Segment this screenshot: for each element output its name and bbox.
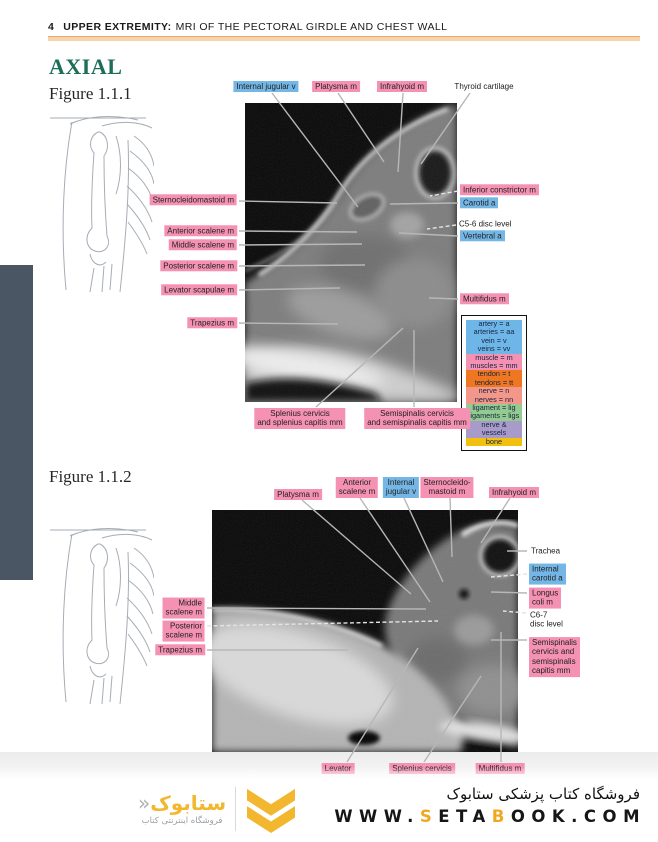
legend-row: tendon = t tendons = tt bbox=[466, 370, 522, 388]
anatomy-label: Posterior scalene m bbox=[160, 260, 237, 272]
website-letter-group: B bbox=[491, 807, 511, 826]
anatomy-label: Internal jugular v bbox=[382, 477, 420, 498]
skeleton-locator-sketch-1 bbox=[42, 106, 154, 298]
abbreviation-legend: artery = a arteries = aa vein = v veins … bbox=[461, 315, 527, 452]
skeleton-locator-sketch-2 bbox=[42, 518, 154, 710]
header-section: UPPER EXTREMITY: bbox=[63, 21, 172, 33]
section-title: AXIAL bbox=[49, 54, 123, 79]
figure-1-title: Figure 1.1.1 bbox=[49, 84, 132, 103]
legend-row: nerve = n nerves = nn bbox=[466, 387, 522, 405]
logo-quote-mark: « bbox=[138, 791, 151, 815]
website-letter-group: ETA bbox=[438, 807, 492, 826]
anatomy-label: Internal carotid a bbox=[529, 563, 566, 585]
anatomy-label: Semispinalis cervicis and semispinalis c… bbox=[529, 637, 580, 677]
anatomy-label: Splenius cervicis and splenius capitis m… bbox=[254, 408, 346, 429]
website-letter-group: S bbox=[419, 807, 439, 826]
anatomy-label: Anterior scalene m bbox=[164, 225, 237, 237]
page-number: 4 bbox=[48, 21, 55, 33]
anatomy-label: Internal jugular v bbox=[233, 81, 299, 93]
logo-word-persian: ستابوک« bbox=[138, 791, 227, 815]
website-letter-group: OOK.COM bbox=[510, 807, 646, 826]
header-title: MRI OF THE PECTORAL GIRDLE AND CHEST WAL… bbox=[175, 21, 448, 33]
anatomy-label: Sternocleidomastoid m bbox=[149, 194, 237, 206]
legend-row: artery = a arteries = aa vein = v veins … bbox=[466, 319, 522, 354]
anatomy-label: Vertebral a bbox=[460, 230, 505, 242]
anatomy-label: Semispinalis cervicis and semispinalis c… bbox=[364, 408, 470, 429]
anatomy-label: Infrahyoid m bbox=[376, 81, 428, 93]
mri-axial-scan-1 bbox=[245, 103, 457, 402]
legend-row: muscle = m muscles = mm bbox=[466, 353, 522, 371]
anatomy-label: Trapezius m bbox=[155, 644, 205, 656]
store-website: WWW.SETABOOK.COM bbox=[334, 807, 646, 826]
logo-wordmark: ستابوک« فروشگاه اینترنتی کتاب bbox=[138, 792, 226, 826]
anatomy-label: Longus coli m bbox=[529, 587, 562, 609]
legend-row: nerve & vessels bbox=[466, 420, 522, 438]
legend-row: ligament = lig ligaments = ligs bbox=[466, 403, 522, 421]
website-letter-group: WWW. bbox=[334, 807, 420, 826]
store-name-persian: فروشگاه کتاب پزشکی ستابوک bbox=[446, 785, 640, 803]
logo-subtitle-persian: فروشگاه اینترنتی کتاب bbox=[141, 816, 223, 826]
anatomy-label: Trachea bbox=[531, 546, 561, 556]
anatomy-label: Anterior scalene m bbox=[335, 477, 379, 498]
mri-axial-scan-2 bbox=[212, 510, 518, 752]
anatomy-label: Levator scapulae m bbox=[161, 284, 237, 296]
header-rule bbox=[48, 36, 640, 41]
page-header: 4 UPPER EXTREMITY:MRI OF THE PECTORAL GIR… bbox=[48, 21, 642, 33]
anatomy-label: Middle scalene m bbox=[162, 597, 205, 619]
anatomy-label: Platysma m bbox=[312, 81, 360, 93]
chapter-side-tab bbox=[0, 265, 33, 580]
anatomy-label: Multifidus m bbox=[460, 293, 509, 305]
anatomy-label: C6-7 disc level bbox=[530, 610, 563, 629]
anatomy-label: Inferior constrictor m bbox=[460, 184, 539, 196]
anatomy-label: Thyroid cartilage bbox=[454, 82, 514, 91]
anatomy-label: Trapezius m bbox=[187, 317, 237, 329]
anatomy-label: Posterior scalene m bbox=[162, 620, 205, 642]
anatomy-label: C5-6 disc level bbox=[459, 219, 512, 229]
anatomy-label: Sternocleido- mastoid m bbox=[420, 477, 474, 498]
figure-2-title: Figure 1.1.2 bbox=[49, 467, 132, 486]
chevron-logo-icon bbox=[247, 788, 296, 833]
anatomy-label: Infrahyoid m bbox=[488, 487, 540, 499]
logo-divider bbox=[235, 787, 237, 831]
footer: فروشگاه کتاب پزشکی ستابوک WWW.SETABOOK.C… bbox=[0, 782, 658, 842]
anatomy-label: Platysma m bbox=[274, 489, 322, 501]
anatomy-label: Carotid a bbox=[460, 197, 499, 209]
setabook-logo: ستابوک« فروشگاه اینترنتی کتاب bbox=[138, 785, 297, 833]
legend-row: bone bbox=[466, 437, 522, 447]
page-bottom-fade bbox=[0, 767, 658, 785]
anatomy-label: Middle scalene m bbox=[168, 239, 237, 251]
